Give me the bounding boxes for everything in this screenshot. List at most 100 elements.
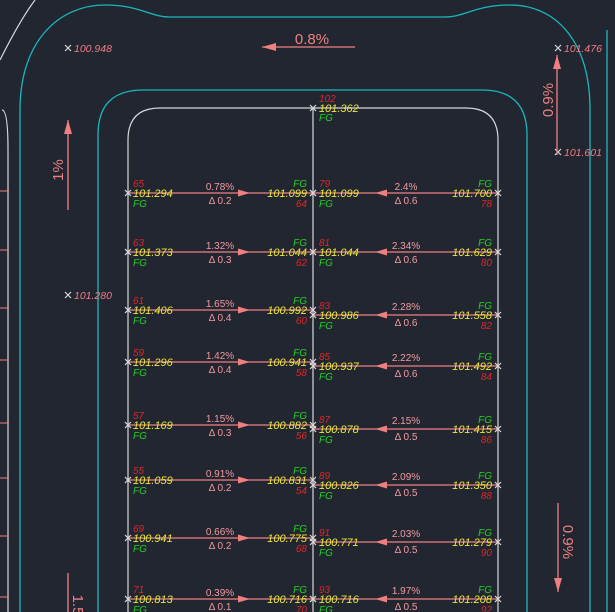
cross-stroke [64, 291, 72, 299]
arrow-right-icon [238, 248, 250, 256]
point-number: 86 [481, 435, 493, 446]
code-label: FG [478, 238, 492, 249]
code-label: FG [293, 296, 307, 307]
cross-stroke [309, 538, 317, 546]
point-number: 56 [296, 431, 308, 442]
slope-percent: 1.42% [206, 351, 234, 362]
cross-stroke [309, 481, 317, 489]
point-marker-icon [309, 481, 317, 489]
point-number: 71 [133, 585, 144, 596]
elevation-label: 100.775 [267, 533, 308, 545]
cross-stroke [494, 481, 502, 489]
elevation-label: 101.415 [452, 424, 493, 436]
elevation-label: 100.937 [319, 361, 360, 373]
arrowhead-icon [553, 55, 561, 69]
code-label: FG [478, 415, 492, 426]
point-marker-icon [309, 538, 317, 546]
point-number: 64 [296, 199, 308, 210]
point-marker-icon [309, 425, 317, 433]
cross-stroke [494, 595, 502, 603]
point-number: 57 [133, 411, 145, 422]
point-number: 70 [296, 605, 308, 612]
point-number: 81 [319, 238, 330, 249]
slope-arrow-right-upper [553, 55, 561, 155]
code-label: FG [293, 179, 307, 190]
code-label: FG [319, 113, 333, 124]
elevation-label: 101.044 [319, 247, 359, 259]
point-marker-icon [124, 189, 132, 197]
cross-stroke [494, 362, 502, 370]
code-label: FG [133, 486, 147, 497]
code-label: FG [319, 605, 333, 612]
point-number: 58 [296, 368, 308, 379]
elevation-delta: Δ 0.3 [209, 428, 232, 439]
elevation-delta: Δ 0.6 [395, 369, 418, 380]
cross-stroke [309, 476, 317, 484]
cross-stroke [309, 189, 317, 197]
point-number: 84 [481, 372, 493, 383]
point-number: 88 [481, 491, 493, 502]
point-number: 91 [319, 528, 330, 539]
elevation-delta: Δ 0.3 [209, 255, 232, 266]
elevation-label: 101.558 [452, 310, 493, 322]
elevation-delta: Δ 0.1 [209, 602, 232, 612]
point-marker-icon [309, 104, 317, 112]
elevation-label: 101.362 [319, 103, 359, 115]
slope-label: 0.9% [540, 83, 557, 117]
slope-percent: 1.15% [206, 414, 234, 425]
arrowhead-icon [554, 578, 562, 592]
elevation-label: 101.350 [452, 480, 493, 492]
point-marker-icon [494, 538, 502, 546]
slope-percent: 2.34% [392, 241, 420, 252]
slope-percent: 2.4% [395, 182, 418, 193]
slope-label: 1.5 [69, 595, 86, 612]
code-label: FG [293, 411, 307, 422]
code-label: FG [478, 471, 492, 482]
elevation-delta: Δ 0.6 [395, 255, 418, 266]
elevation-delta: Δ 0.4 [209, 313, 232, 324]
code-label: FG [478, 352, 492, 363]
slope-percent: 0.66% [206, 527, 234, 538]
elevation-label: 100.716 [319, 594, 360, 606]
slope-arrow-right-lower [554, 503, 562, 592]
elevation-delta: Δ 0.6 [395, 318, 418, 329]
point-number: 87 [319, 415, 331, 426]
point-number: 78 [481, 199, 493, 210]
slope-percent: 2.15% [392, 416, 420, 427]
code-label: FG [133, 368, 147, 379]
elevation-label: 101.700 [452, 188, 493, 200]
elevation-label: 101.296 [133, 357, 174, 369]
point-number: 63 [133, 238, 145, 249]
spot-elevation: 100.948 [74, 43, 112, 55]
elevation-label: 100.716 [267, 594, 308, 606]
point-number: 68 [296, 544, 308, 555]
cross-stroke [124, 595, 132, 603]
elevation-delta: Δ 0.5 [395, 545, 418, 556]
left-outer-curve [0, 0, 36, 61]
point-number: 59 [133, 348, 145, 359]
point-marker-icon [554, 148, 562, 156]
elevation-label: 100.986 [319, 310, 360, 322]
code-label: FG [133, 199, 147, 210]
cross-stroke [309, 104, 317, 112]
elevation-delta: Δ 0.2 [209, 196, 232, 207]
point-number: 93 [319, 585, 331, 596]
arrow-left-icon [375, 248, 387, 256]
code-label: FG [133, 258, 147, 269]
code-label: FG [133, 605, 147, 612]
cross-stroke [309, 595, 317, 603]
code-label: FG [293, 348, 307, 359]
point-number: 60 [296, 316, 308, 327]
point-number: 85 [319, 352, 331, 363]
arrow-left-icon [375, 425, 387, 433]
outer-curb-line [19, 4, 591, 612]
point-marker-icon [309, 248, 317, 256]
code-label: FG [478, 528, 492, 539]
code-label: FG [478, 301, 492, 312]
point-number: 89 [319, 471, 331, 482]
arrowhead-icon [64, 120, 72, 134]
elevation-delta: Δ 0.5 [395, 602, 418, 612]
elevation-label: 100.882 [267, 420, 307, 432]
cross-stroke [494, 538, 502, 546]
